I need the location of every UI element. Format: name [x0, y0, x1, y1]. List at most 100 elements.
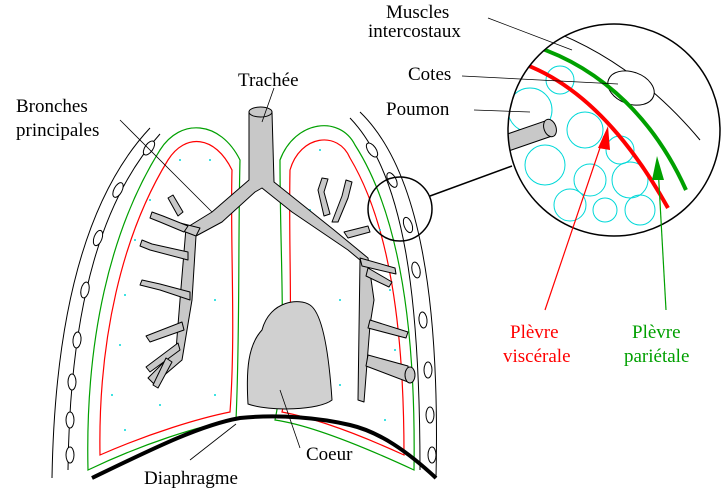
arrow-parietal-line	[657, 165, 667, 311]
bronchus-end	[404, 366, 416, 384]
zoom-bronchus-end	[543, 118, 557, 138]
zoom-parietal-pleura	[519, 40, 688, 191]
label-muscles-line1: Muscles	[386, 2, 449, 23]
alveolus-dot	[389, 289, 391, 291]
label-bronches-line2: principales	[16, 120, 99, 141]
alveolus-circle	[524, 144, 566, 186]
trachea-opening	[248, 106, 273, 118]
bronchus-branch	[149, 211, 189, 233]
bronchus-branch	[152, 357, 173, 389]
alveolus-dot	[339, 384, 341, 386]
rib-oval	[365, 142, 379, 158]
leader-bronches	[119, 119, 213, 213]
heart-shape	[246, 301, 333, 410]
alveolus-dot	[209, 159, 211, 161]
zoom-visceral-pleura	[511, 58, 670, 209]
alveolus-dot	[124, 429, 126, 431]
parietal-pleura-left	[87, 127, 241, 471]
rib-cage-left-inner	[67, 133, 161, 471]
leader-trachee	[261, 87, 275, 123]
label-plevre-visc-line2: viscérale	[503, 346, 571, 367]
leader-poumon	[473, 109, 531, 113]
bronchus-branch	[317, 177, 331, 217]
rib-cage	[51, 111, 437, 479]
arrow-visceral-line	[544, 135, 605, 311]
rib-oval	[423, 361, 433, 379]
label-coeur: Coeur	[306, 444, 353, 465]
rib-oval	[67, 373, 77, 391]
bronchus-branch	[145, 342, 181, 373]
alveolus-dot	[394, 349, 396, 351]
rib-cage-right-outer	[359, 111, 437, 479]
bronchus-branch	[167, 194, 184, 217]
rib-sections	[65, 140, 437, 464]
bronchus-branch	[139, 279, 191, 301]
arrow-visceral-head	[598, 126, 610, 150]
alveolus-dot	[379, 229, 381, 231]
arrow-parietal-head	[652, 156, 664, 180]
alveolus-dot	[149, 199, 151, 201]
alveolus-circle	[553, 188, 587, 222]
rib-cage-left-outer	[51, 127, 151, 479]
bronchus-branch	[331, 179, 353, 223]
zoom-source-circle	[367, 176, 433, 242]
zoom-bronchus	[508, 119, 553, 157]
zoom-detail	[507, 23, 721, 237]
leader-muscles	[487, 17, 573, 51]
alveolus-circle	[592, 197, 618, 223]
diaphragm	[91, 414, 438, 480]
alveolus-dot	[214, 299, 216, 301]
bronchus-branch	[365, 267, 393, 288]
rib-oval	[92, 229, 104, 247]
bronchus-branch	[343, 225, 371, 239]
label-trachee: Trachée	[238, 70, 299, 91]
alveolus-circle	[566, 111, 604, 149]
label-plevre-par-line1: Plèvre	[632, 322, 681, 343]
rib-oval	[112, 182, 124, 198]
rib-oval	[80, 281, 90, 299]
label-plevre-par-line2: pariétale	[624, 346, 689, 367]
leader-diaphragme	[189, 423, 237, 461]
bronchus-branch	[145, 321, 185, 343]
alveolus-circle	[573, 163, 607, 197]
alveolus-dot	[111, 394, 113, 396]
rib-oval	[65, 411, 75, 429]
label-cotes: Cotes	[408, 64, 451, 85]
alveolus-dot	[124, 294, 126, 296]
alveolus-dot	[384, 419, 386, 421]
zoom-connector-line	[429, 165, 513, 197]
rib-oval	[427, 446, 437, 464]
leader-lines	[119, 17, 619, 461]
rib-oval	[425, 406, 435, 424]
label-bronches-line1: Bronches	[16, 96, 88, 117]
label-plevre-visc-line1: Plèvre	[510, 322, 559, 343]
alveolus-dot	[214, 394, 216, 396]
alveolus-dot	[179, 159, 181, 161]
leader-coeur	[279, 389, 301, 449]
alveolus-circle	[611, 161, 649, 199]
alveolus-dot	[319, 149, 321, 151]
pleura-arrows	[544, 126, 667, 311]
alveolus-circle	[624, 194, 656, 226]
rib-oval	[65, 446, 75, 464]
alveolus-dot	[339, 299, 341, 301]
visceral-pleura-left	[99, 140, 234, 456]
alveolus-dot	[119, 344, 121, 346]
rib-oval	[402, 216, 414, 234]
alveolus-dot	[159, 404, 161, 406]
zoom-detail-circle	[507, 23, 721, 237]
alveolus-dot	[134, 239, 136, 241]
label-poumon: Poumon	[386, 99, 450, 120]
label-muscles-line2: intercostaux	[368, 21, 461, 42]
label-diaphragme: Diaphragme	[144, 468, 238, 489]
bronchus-branch	[139, 239, 189, 261]
bronchus-branch	[367, 319, 409, 339]
rib-oval	[72, 331, 82, 349]
bronchus-branch	[359, 257, 397, 275]
bronchus-branch	[365, 354, 409, 383]
leader-cotes	[461, 75, 619, 85]
rib-oval	[418, 311, 428, 329]
rib-oval	[386, 172, 398, 188]
rib-oval	[411, 261, 421, 279]
